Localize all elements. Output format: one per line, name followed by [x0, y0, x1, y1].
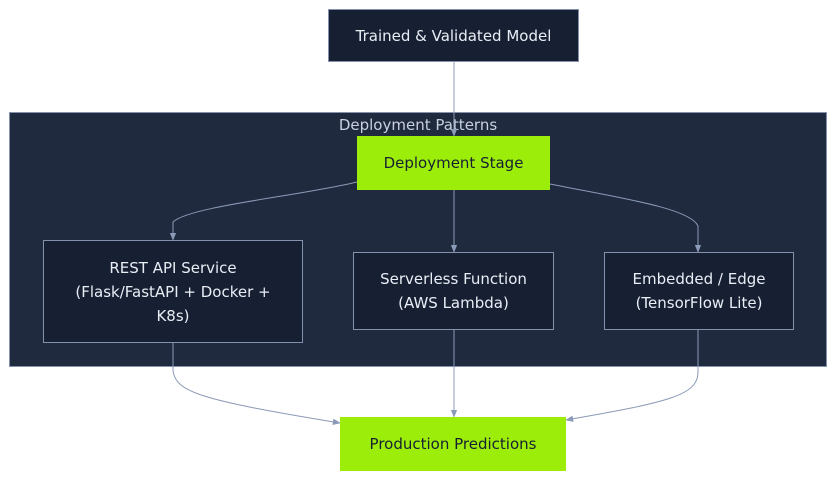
edge-label: Embedded / Edge (TensorFlow Lite) — [632, 270, 766, 312]
serverless-function-node: Serverless Function (AWS Lambda) — [353, 252, 554, 330]
embedded-edge-node: Embedded / Edge (TensorFlow Lite) — [604, 252, 794, 330]
edge-deployment-to-edge — [549, 183, 702, 253]
deployment-stage-label: Deployment Stage — [383, 154, 524, 172]
rest-api-service-node: REST API Service (Flask/FastAPI + Docker… — [43, 240, 303, 343]
serverless-label: Serverless Function (AWS Lambda) — [380, 270, 527, 312]
model-node-label: Trained & Validated Model — [355, 26, 552, 45]
trained-validated-model-node: Trained & Validated Model — [328, 9, 579, 62]
edge-rest-to-production — [172, 343, 341, 425]
production-predictions-node: Production Predictions — [340, 417, 566, 471]
edge-edge-to-production — [565, 330, 699, 422]
group-label: Deployment Patterns — [338, 116, 498, 134]
deployment-stage-node: Deployment Stage — [357, 136, 550, 190]
rest-api-label: REST API Service (Flask/FastAPI + Docker… — [75, 258, 271, 325]
production-label: Production Predictions — [369, 435, 537, 453]
edge-deployment-to-rest — [169, 181, 358, 241]
